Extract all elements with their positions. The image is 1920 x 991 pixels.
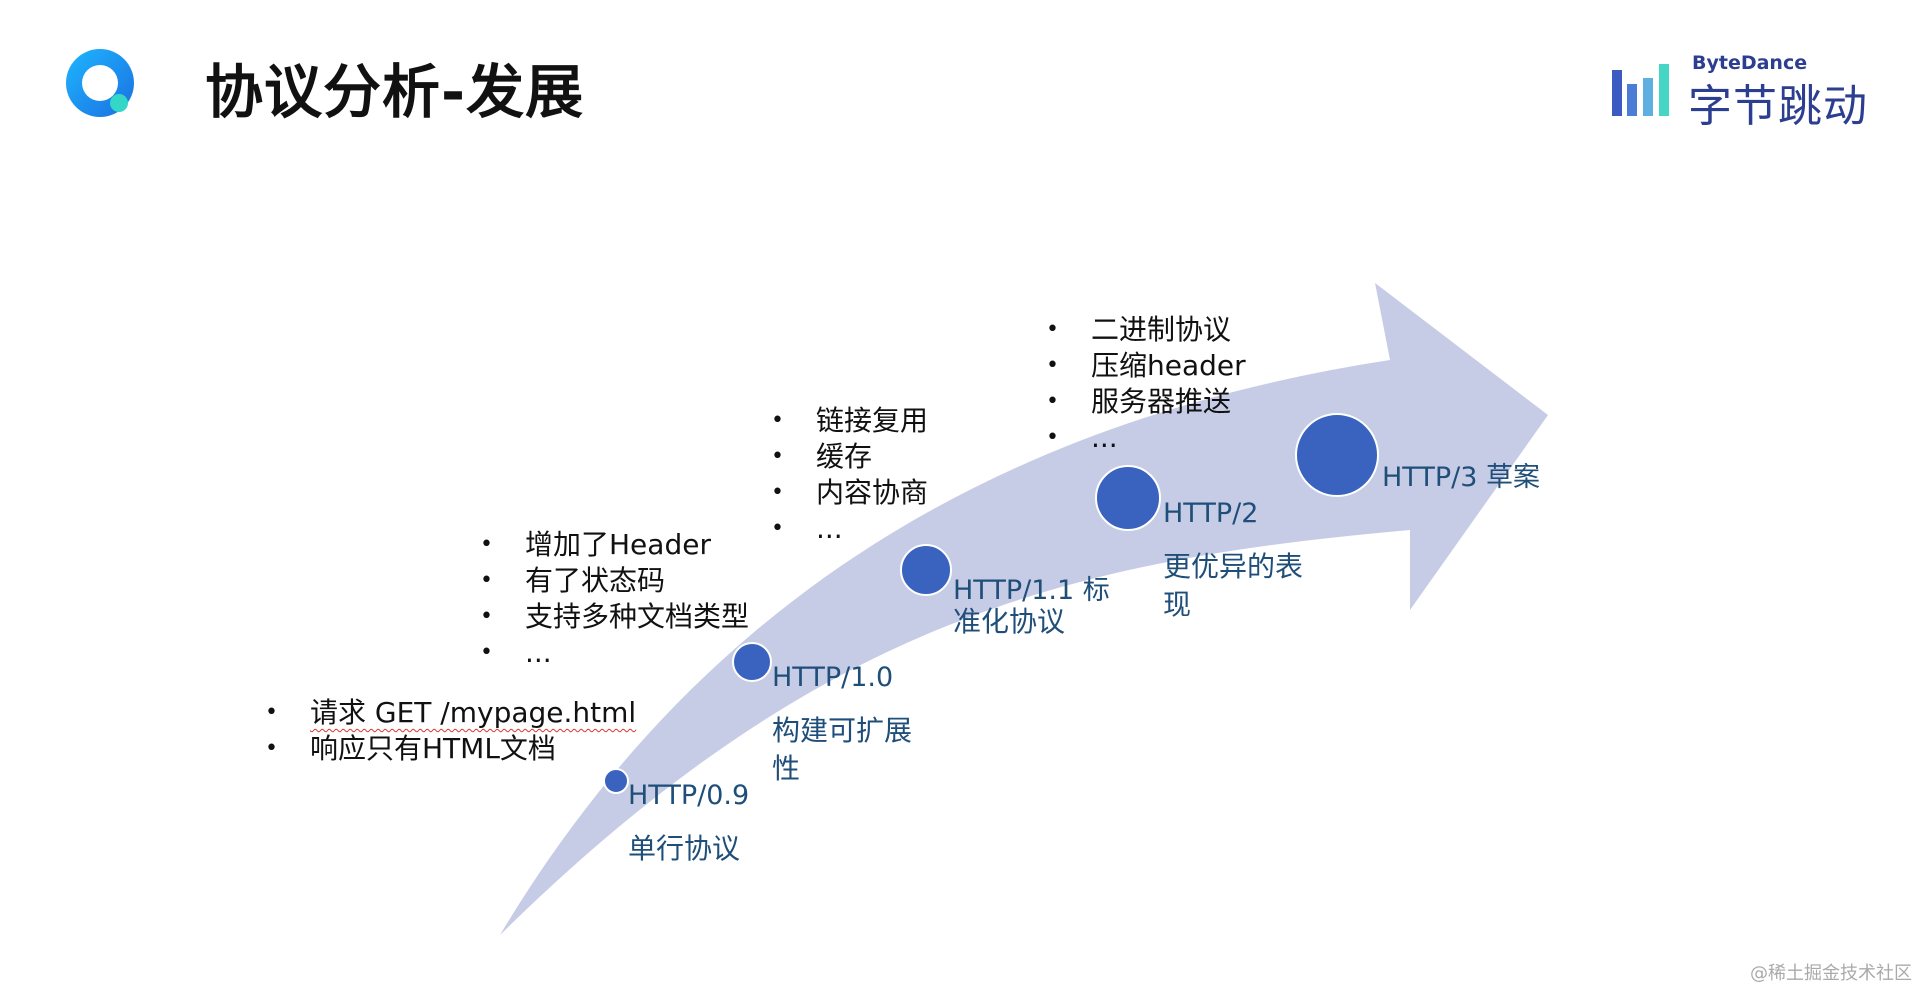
version-label: HTTP/0.9: [628, 780, 750, 811]
list-item: ...: [480, 635, 749, 671]
list-item: 压缩header: [1046, 348, 1246, 384]
brand-zh: 字节跳动: [1688, 81, 1868, 132]
version-description: 准化协议: [953, 605, 1066, 638]
features-http09: 请求 GET /mypage.html 响应只有HTML文档: [265, 695, 636, 767]
list-item: 二进制协议: [1046, 312, 1246, 348]
list-item: ...: [771, 511, 928, 547]
version-label: HTTP/1.1 标: [953, 575, 1110, 606]
list-item: 有了状态码: [480, 563, 749, 599]
bytedance-logo: ByteDance 字节跳动: [1610, 52, 1880, 132]
version-label: HTTP/1.0: [772, 662, 894, 693]
features-http10: 增加了Header 有了状态码 支持多种文档类型 ...: [480, 527, 749, 671]
list-item: 服务器推送: [1046, 384, 1246, 420]
page-title: 协议分析-发展: [205, 58, 585, 126]
features-http11: 链接复用 缓存 内容协商 ...: [771, 403, 928, 547]
features-http2: 二进制协议 压缩header 服务器推送 ...: [1046, 312, 1246, 456]
version-label: HTTP/3 草案: [1382, 462, 1540, 493]
app-logo-icon: [66, 49, 134, 117]
list-item: 缓存: [771, 439, 928, 475]
watermark: @稀土掘金技术社区: [1750, 963, 1912, 984]
version-description: 构建可扩展性: [772, 714, 913, 785]
list-item: 支持多种文档类型: [480, 599, 749, 635]
list-item: 请求 GET /mypage.html: [265, 695, 636, 731]
list-item: 内容协商: [771, 475, 928, 511]
version-label: HTTP/2: [1163, 498, 1259, 529]
node-http11: [900, 544, 952, 596]
version-description: 更优异的表现: [1163, 550, 1304, 621]
version-description: 单行协议: [628, 832, 741, 865]
node-http3: [1295, 413, 1379, 497]
bytedance-bars-icon: [1612, 64, 1669, 116]
list-item: 响应只有HTML文档: [265, 731, 636, 767]
list-item: 增加了Header: [480, 527, 749, 563]
list-item: 链接复用: [771, 403, 928, 439]
list-item: ...: [1046, 420, 1246, 456]
arrow-shape: [500, 283, 1548, 935]
brand-en: ByteDance: [1692, 52, 1808, 74]
node-http09: [603, 768, 629, 794]
node-http2: [1095, 465, 1161, 531]
